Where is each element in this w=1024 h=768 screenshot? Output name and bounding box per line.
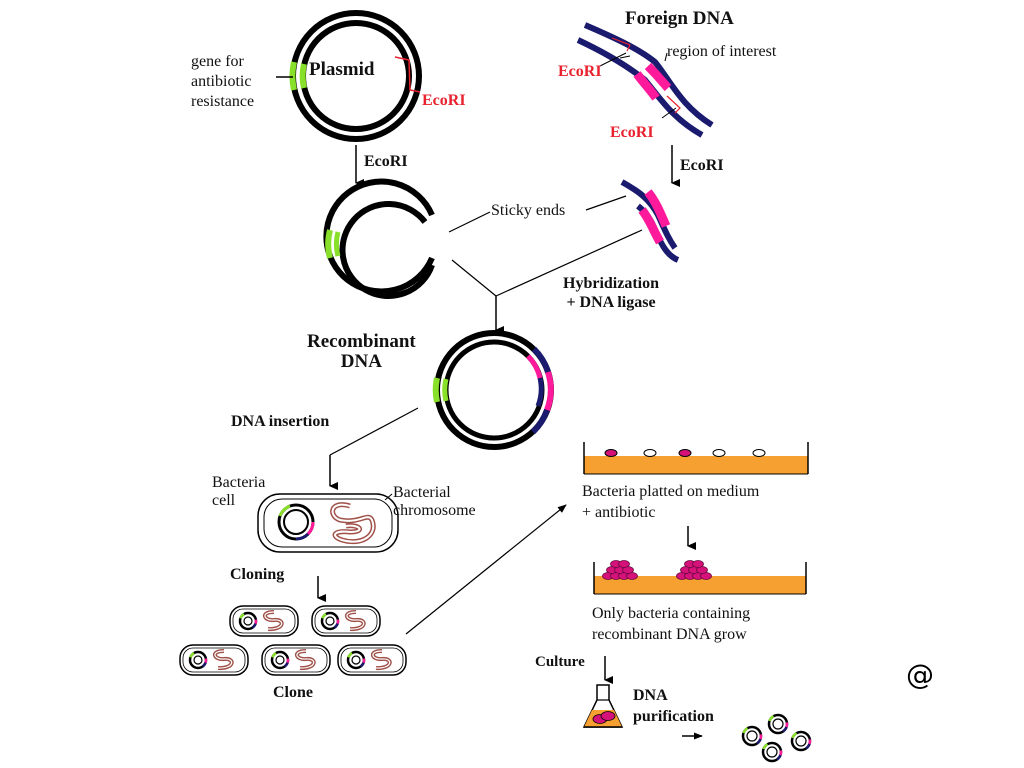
colony bbox=[602, 560, 638, 580]
region-of-interest-segment bbox=[644, 62, 672, 92]
foreign-ecori-label-1: EcoRI bbox=[558, 63, 602, 80]
recombinant-plasmid bbox=[432, 330, 554, 450]
purified-plasmid bbox=[741, 725, 763, 747]
clone-cell bbox=[261, 644, 331, 676]
bacteria-cell bbox=[257, 493, 399, 553]
purified-plasmid bbox=[761, 741, 783, 763]
foreign-fragment bbox=[620, 179, 680, 263]
recombinant-dna-title: Recombinant DNA bbox=[307, 331, 416, 372]
ecori-site-marker bbox=[394, 56, 421, 93]
petri-plate-selected bbox=[593, 560, 807, 595]
clone-label: Clone bbox=[273, 684, 313, 701]
cut-plasmid bbox=[323, 178, 435, 299]
plasmid-ring bbox=[276, 10, 422, 142]
purified-plasmids bbox=[741, 713, 812, 763]
dna-purification-label: DNA purification bbox=[633, 687, 714, 725]
purified-plasmid bbox=[767, 713, 789, 735]
bacteria-cell-label: Bacteria cell bbox=[212, 474, 266, 510]
clone-cell bbox=[311, 605, 381, 637]
cut-plasmid-enzyme-label: EcoRI bbox=[364, 153, 408, 170]
purified-plasmid bbox=[790, 730, 812, 752]
bacterial-chromosome-label: Bacterial chromosome bbox=[393, 484, 476, 519]
foreign-ecori-label-2: EcoRI bbox=[610, 124, 654, 141]
region-of-interest-label: region of interest bbox=[667, 43, 777, 60]
foreign-dna-strand bbox=[576, 22, 714, 138]
foreign-dna-title: Foreign DNA bbox=[625, 8, 734, 29]
hybridization-label: Hybridization + DNA ligase bbox=[563, 275, 660, 312]
antibiotic-gene-segment bbox=[289, 61, 297, 91]
culture-flask bbox=[582, 684, 624, 728]
plated-label: Bacteria platted on medium + antibiotic bbox=[582, 483, 760, 521]
at-symbol: @ bbox=[906, 658, 934, 691]
cloning-label: Cloning bbox=[230, 566, 285, 583]
plasmid-ecori-label: EcoRI bbox=[422, 92, 466, 109]
arrow-to-plate bbox=[405, 504, 567, 635]
clone-cells bbox=[179, 605, 407, 676]
sticky-ends-label: Sticky ends bbox=[491, 202, 566, 219]
plasmid-title: Plasmid bbox=[309, 59, 375, 80]
dna-insertion-label: DNA insertion bbox=[231, 413, 330, 430]
cut-foreign-enzyme-label: EcoRI bbox=[680, 157, 724, 174]
only-grow-label: Only bacteria containing recombinant DNA… bbox=[592, 605, 751, 643]
petri-plate-initial bbox=[583, 442, 809, 475]
colony bbox=[676, 560, 712, 580]
clone-cell bbox=[337, 644, 407, 676]
antibiotic-gene-label: gene for antibiotic resistance bbox=[191, 53, 255, 110]
clone-cell bbox=[179, 644, 249, 676]
clone-cell bbox=[229, 605, 299, 637]
culture-label: Culture bbox=[535, 654, 585, 670]
